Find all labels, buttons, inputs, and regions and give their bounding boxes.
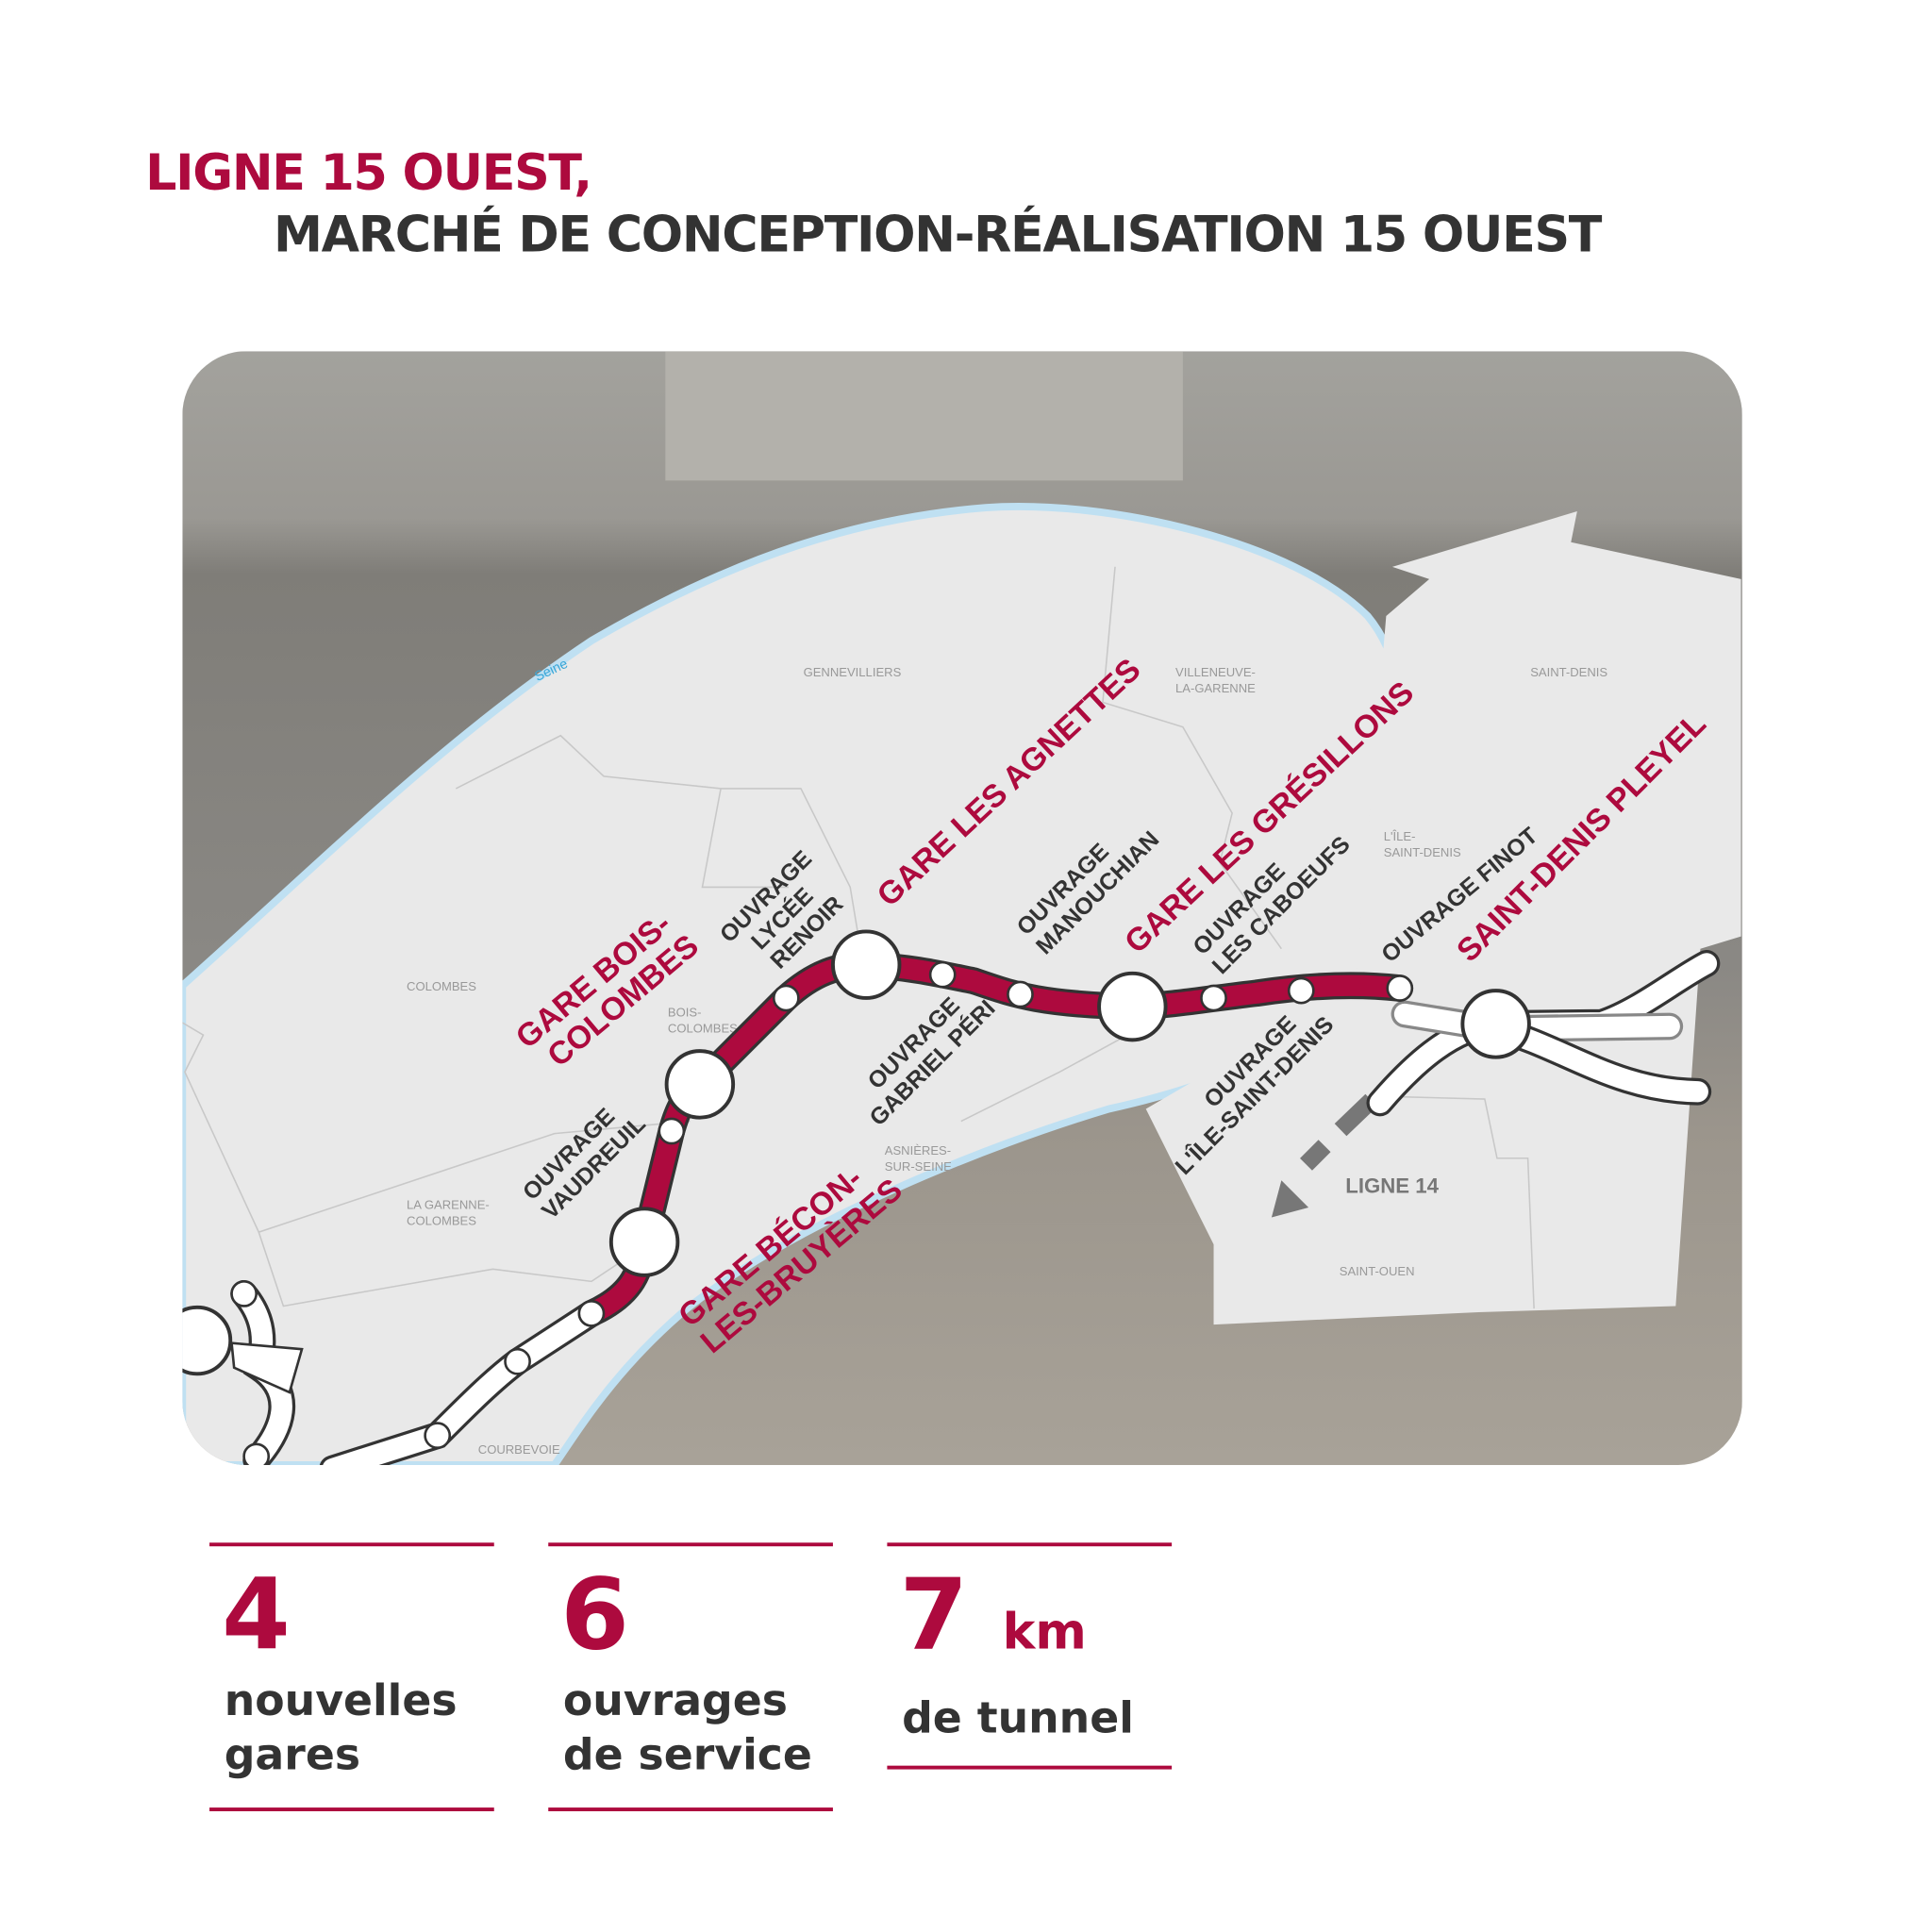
commune-label: LA-GARENNE xyxy=(1175,681,1256,695)
station-marker xyxy=(664,1049,736,1120)
commune-label: COLOMBES xyxy=(407,979,476,993)
stat-gares: 4 nouvelles gares xyxy=(209,1542,494,1811)
station-connector xyxy=(230,1341,304,1394)
stat-ouvrages: 6 ouvrages de service xyxy=(548,1542,833,1811)
ouvrage-marker xyxy=(230,1280,258,1307)
commune-label: VILLENEUVE- xyxy=(1175,665,1256,679)
station-marker xyxy=(608,1207,680,1277)
stat-label: de service xyxy=(562,1731,812,1781)
ouvrage-marker xyxy=(658,1117,686,1145)
ouvrage-marker xyxy=(1007,980,1034,1008)
stat-unit: km xyxy=(1002,1604,1087,1661)
commune-label: LA GARENNE- xyxy=(407,1197,490,1211)
stat-tunnel: 7 km de tunnel xyxy=(887,1542,1173,1770)
commune-label: COURBEVOIE xyxy=(478,1442,560,1457)
stat-value: 4 xyxy=(222,1557,291,1673)
ouvrage-marker xyxy=(1386,974,1414,1002)
commune-label: SAINT-DENIS xyxy=(1384,845,1461,859)
commune-label: GENNEVILLIERS xyxy=(804,665,902,679)
stat-label: nouvelles xyxy=(224,1676,458,1726)
title-line-1: LIGNE 15 OUEST, xyxy=(145,145,592,203)
commune-label: SUR-SEINE xyxy=(885,1159,952,1174)
ouvrage-marker xyxy=(577,1299,606,1327)
ouvrage-marker xyxy=(772,984,800,1012)
station-marker xyxy=(182,1305,233,1376)
commune-label: COLOMBES xyxy=(668,1022,738,1036)
photo-concrete-block xyxy=(665,351,1183,481)
ouvrage-marker xyxy=(928,960,957,989)
stat-value: 6 xyxy=(560,1557,629,1673)
commune-label: COLOMBES xyxy=(407,1213,476,1227)
stat-label: ouvrages xyxy=(562,1676,788,1726)
commune-label: L'ÎLE- xyxy=(1384,829,1416,843)
ouvrage-marker xyxy=(1287,976,1315,1005)
ouvrage-marker xyxy=(242,1442,271,1465)
ligne-14-label: LIGNE 14 xyxy=(1345,1174,1439,1197)
commune-label: ASNIÈRES- xyxy=(885,1143,951,1158)
line-map: GENNEVILLIERS VILLENEUVE- LA-GARENNE SAI… xyxy=(182,351,1742,1465)
station-marker xyxy=(1097,971,1168,1042)
commune-borders xyxy=(182,566,1535,1309)
commune-label: SAINT-DENIS xyxy=(1530,665,1607,679)
station-marker xyxy=(830,929,902,1000)
ouvrage-marker xyxy=(1200,984,1227,1012)
stat-value: 7 xyxy=(899,1557,969,1673)
ouvrage-marker xyxy=(424,1422,452,1449)
stat-label: gares xyxy=(224,1731,361,1781)
commune-label: SAINT-OUEN xyxy=(1340,1264,1415,1278)
land-east xyxy=(1145,511,1741,1325)
stat-label: de tunnel xyxy=(902,1693,1134,1744)
ligne-14-arrow: LIGNE 14 xyxy=(1271,1093,1440,1218)
title-line-2: MARCHÉ DE CONCEPTION-RÉALISATION 15 OUES… xyxy=(273,207,1602,264)
ouvrage-marker xyxy=(504,1347,531,1375)
commune-label: BOIS- xyxy=(668,1006,702,1020)
station-marker xyxy=(1460,989,1531,1059)
